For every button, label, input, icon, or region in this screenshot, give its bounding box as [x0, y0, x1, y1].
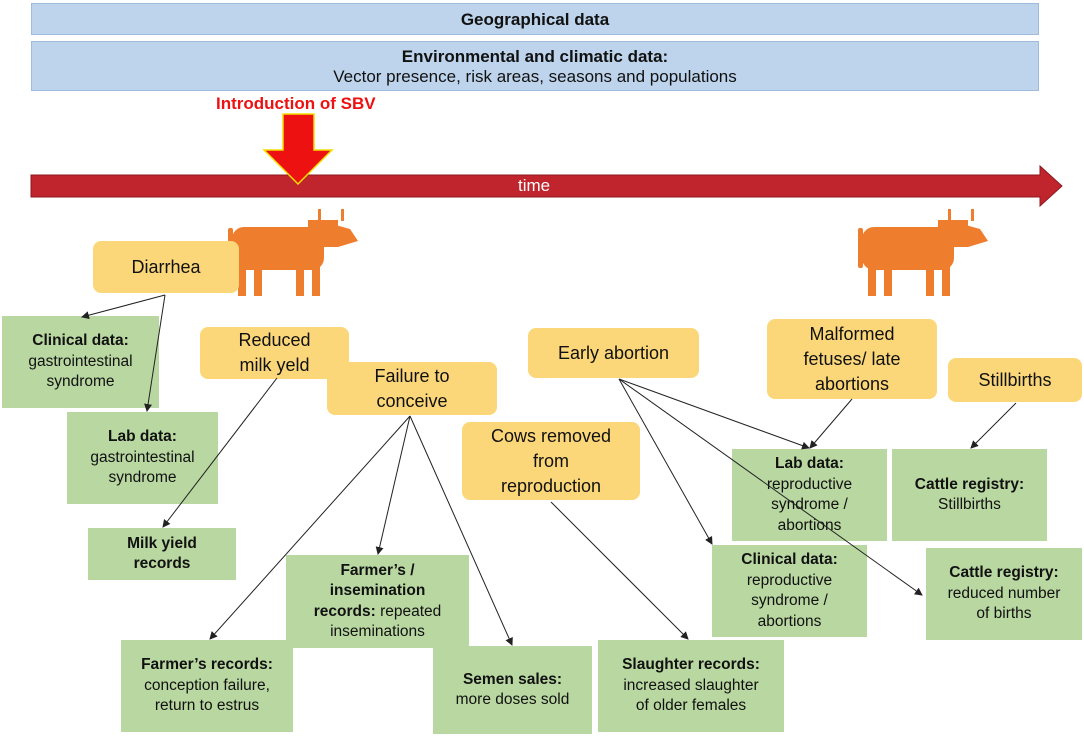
box-line: abortions	[757, 612, 822, 630]
stillbirths-box: Stillbirths	[948, 358, 1082, 402]
box-line: more doses sold	[455, 691, 570, 708]
environmental-data-subtitle: Vector presence, risk areas, seasons and…	[333, 67, 737, 86]
farmer-insemination-records-box: Farmer’s / insemination records: repeate…	[286, 555, 469, 648]
box-line: gastrointestinal	[28, 352, 133, 370]
introduction-of-sbv-label: Introduction of SBV	[216, 94, 376, 113]
box-title: Clinical data:	[32, 332, 129, 350]
cow-icon	[228, 209, 358, 296]
geographical-data-band: Geographical data	[31, 3, 1039, 35]
box-title: Lab data:	[108, 428, 177, 446]
time-label: time	[518, 176, 551, 195]
environmental-data-title: Environmental and climatic data:	[401, 47, 669, 66]
box-line: gastrointestinal	[90, 448, 195, 466]
symptom-label: from	[533, 450, 569, 471]
cattle-registry-stillbirths-box: Cattle registry: Stillbirths	[892, 449, 1047, 541]
clinical-data-reproductive-box: Clinical data: reproductive syndrome / a…	[712, 545, 867, 637]
diarrhea-box: Diarrhea	[93, 241, 239, 293]
symptom-label: Early abortion	[557, 342, 670, 363]
timeline-graphic	[30, 113, 1063, 296]
geographical-data-label: Geographical data	[460, 10, 610, 29]
cows-removed-box: Cows removed from reproduction	[462, 422, 640, 500]
box-line: increased slaughter	[623, 676, 759, 694]
symptom-label: reproduction	[500, 475, 602, 496]
box-line: of older females	[635, 697, 747, 715]
connector-arrow	[375, 415, 411, 555]
box-line: records	[133, 555, 191, 572]
farmers-records-box: Farmer’s records: conception failure, re…	[121, 640, 293, 732]
box-line: syndrome /	[771, 496, 848, 513]
symptom-label: Reduced	[238, 330, 311, 350]
box-line: reproductive	[766, 475, 853, 493]
box-line: syndrome	[46, 373, 115, 391]
box-title: Farmer’s /	[340, 561, 415, 579]
box-line: repeated	[375, 602, 442, 620]
box-title: Semen sales:	[462, 670, 563, 688]
box-title: Cattle registry:	[914, 475, 1025, 493]
box-line: return to estrus	[154, 697, 260, 715]
box-line: records: repeated	[314, 602, 442, 623]
environmental-data-band: Environmental and climatic data: Vector …	[31, 41, 1039, 91]
box-line: inseminations	[330, 623, 425, 640]
timeline-arrow	[30, 164, 1063, 208]
lab-data-reproductive-box: Lab data: reproductive syndrome / aborti…	[732, 449, 887, 541]
box-line: syndrome	[108, 469, 177, 487]
box-line: conception failure,	[144, 676, 270, 694]
reduced-milk-yield-box: Reduced milk yeld	[200, 327, 349, 379]
symptom-label: Stillbirths	[978, 369, 1052, 390]
cattle-registry-births-box: Cattle registry: reduced number of birth…	[926, 548, 1082, 640]
box-line: Milk yield	[127, 534, 197, 552]
symptom-label: Cows removed	[490, 425, 612, 446]
symptom-label: conceive	[376, 390, 448, 411]
box-title: records:	[313, 602, 376, 620]
cow-icon	[858, 209, 988, 296]
symptom-label: Malformed	[809, 323, 895, 344]
early-abortion-box: Early abortion	[528, 328, 699, 378]
clinical-data-gi-box: Clinical data: gastrointestinal syndrome	[2, 316, 159, 408]
box-line: abortions	[777, 516, 842, 534]
box-title: Clinical data:	[741, 551, 838, 568]
box-title: Slaughter records:	[622, 656, 760, 674]
symptom-label: fetuses/ late	[803, 348, 901, 369]
symptom-label: milk yeld	[239, 355, 310, 375]
box-line: reproductive	[746, 571, 833, 589]
box-title: Farmer’s records:	[141, 656, 273, 674]
symptom-label: abortions	[814, 373, 890, 394]
symptom-label: Failure to	[374, 365, 450, 386]
box-title: Lab data:	[775, 455, 844, 472]
connector-arrow	[970, 402, 1017, 449]
box-line: Stillbirths	[938, 496, 1001, 513]
box-line: syndrome /	[751, 592, 828, 609]
connector-arrow	[550, 501, 689, 640]
lab-data-gi-box: Lab data: gastrointestinal syndrome	[67, 412, 218, 504]
box-title: Cattle registry:	[949, 564, 1059, 582]
connector-arrow	[809, 398, 853, 449]
box-title: insemination	[329, 582, 426, 599]
down-arrow-icon	[262, 113, 334, 186]
box-line: reduced number	[947, 584, 1061, 602]
semen-sales-box: Semen sales: more doses sold	[433, 646, 592, 734]
box-line: of births	[976, 605, 1032, 623]
failure-to-conceive-box: Failure to conceive	[327, 362, 497, 415]
slaughter-records-box: Slaughter records: increased slaughter o…	[598, 640, 784, 732]
milk-yield-records-box: Milk yield records	[88, 528, 236, 580]
malformed-fetuses-box: Malformed fetuses/ late abortions	[767, 319, 937, 399]
symptom-label: Diarrhea	[131, 256, 201, 277]
